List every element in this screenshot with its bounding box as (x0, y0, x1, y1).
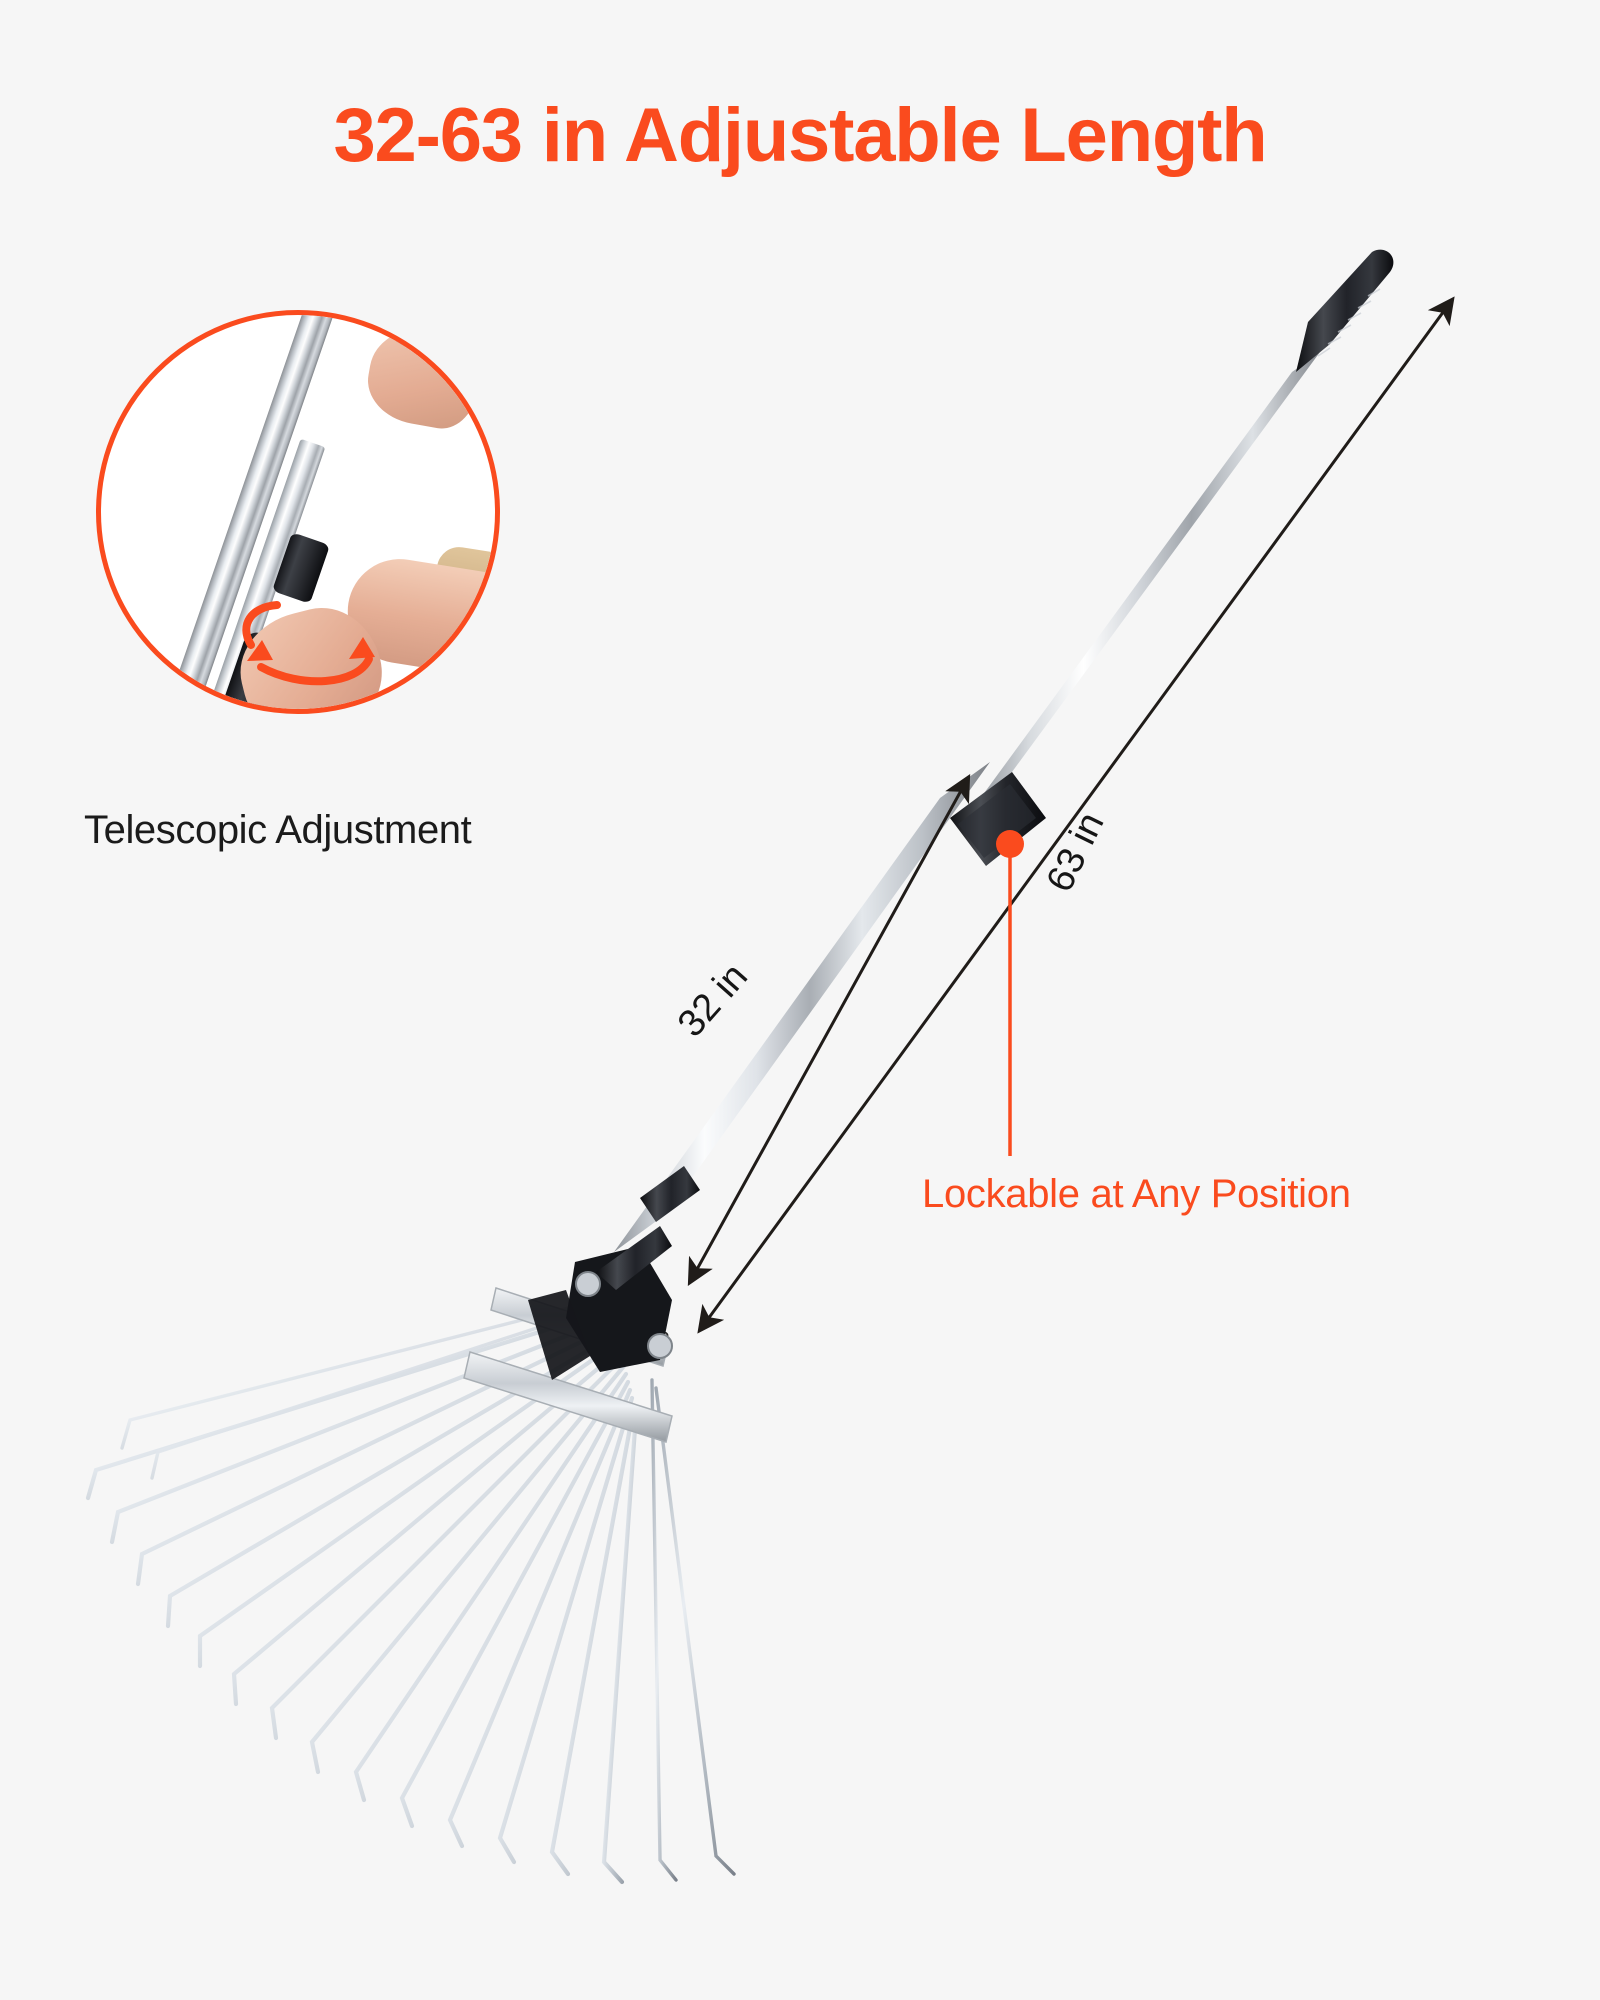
inset-caption: Telescopic Adjustment (84, 808, 472, 852)
callout-leader (996, 830, 1024, 1156)
rake-head: VEVOR (463, 1246, 673, 1443)
callout-dot (996, 830, 1024, 858)
handle-grip (1296, 249, 1394, 372)
rake-tines (85, 1307, 639, 1885)
rotation-arrows-icon (242, 601, 375, 686)
dimension-line-63in (697, 296, 1455, 1334)
telescopic-adjustment-inset (96, 310, 500, 714)
page-title: 32-63 in Adjustable Length (333, 93, 1267, 178)
upper-pole (982, 352, 1320, 796)
inset-ring-border (96, 310, 500, 714)
lockable-callout-label: Lockable at Any Position (922, 1172, 1351, 1216)
rake-tines-inner (120, 1298, 736, 1882)
